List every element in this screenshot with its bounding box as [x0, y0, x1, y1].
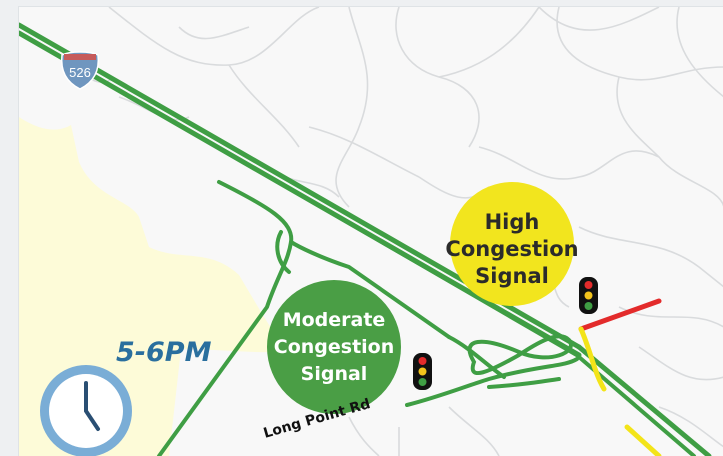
clock-icon: [40, 365, 132, 456]
traffic-light-icon: [413, 353, 432, 390]
eastern-interchange: [405, 334, 579, 407]
high-callout-line-3: Signal: [475, 264, 549, 288]
high-congestion-callout: High Congestion Signal: [445, 182, 579, 306]
time-label: 5-6PM: [116, 337, 212, 368]
western-interchange: [157, 180, 451, 456]
moderate-congestion-callout: Moderate Congestion Signal: [267, 280, 401, 414]
high-congestion-segment: [578, 298, 662, 332]
interstate-526-expressway: [19, 22, 712, 456]
moderate-callout-line-1: Moderate: [283, 309, 386, 331]
slow-traffic-segment: [578, 326, 607, 392]
moderate-callout-line-2: Congestion: [274, 336, 395, 358]
high-callout-line-1: High: [485, 210, 540, 234]
high-callout-line-2: Congestion: [445, 237, 578, 261]
moderate-callout-line-3: Signal: [301, 363, 368, 385]
street-network: [78, 7, 723, 456]
interstate-shield-number: 526: [69, 65, 91, 80]
slow-traffic-segment: [624, 424, 662, 456]
interstate-shield-icon: 526: [60, 51, 100, 90]
map-viewport[interactable]: 526 High Congestion Signal Moderate Cong…: [18, 6, 723, 456]
traffic-light-icon: [579, 277, 598, 314]
